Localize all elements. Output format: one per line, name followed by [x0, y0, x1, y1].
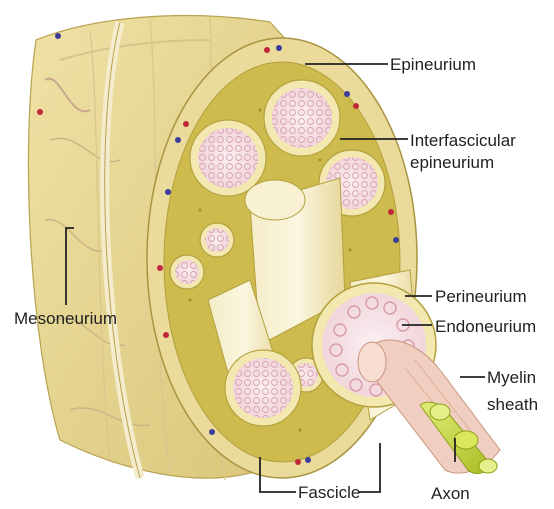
label-myelin-sheath: sheath — [487, 395, 538, 414]
blood-vessel-icon — [37, 109, 43, 115]
label-endoneurium: Endoneurium — [435, 317, 536, 336]
label-axon: Axon — [431, 484, 470, 503]
label-interfascicular-epineurium: epineurium — [410, 153, 494, 172]
cross-section — [147, 38, 500, 478]
label-epineurium: Epineurium — [390, 55, 476, 74]
label-fascicle: Fascicle — [298, 483, 360, 502]
label-interfascicular: Interfascicular — [410, 131, 516, 150]
label-perineurium: Perineurium — [435, 287, 527, 306]
label-mesoneurium: Mesoneurium — [14, 309, 117, 328]
label-myelin: Myelin — [487, 368, 536, 387]
blood-vessel-icon — [55, 33, 61, 39]
